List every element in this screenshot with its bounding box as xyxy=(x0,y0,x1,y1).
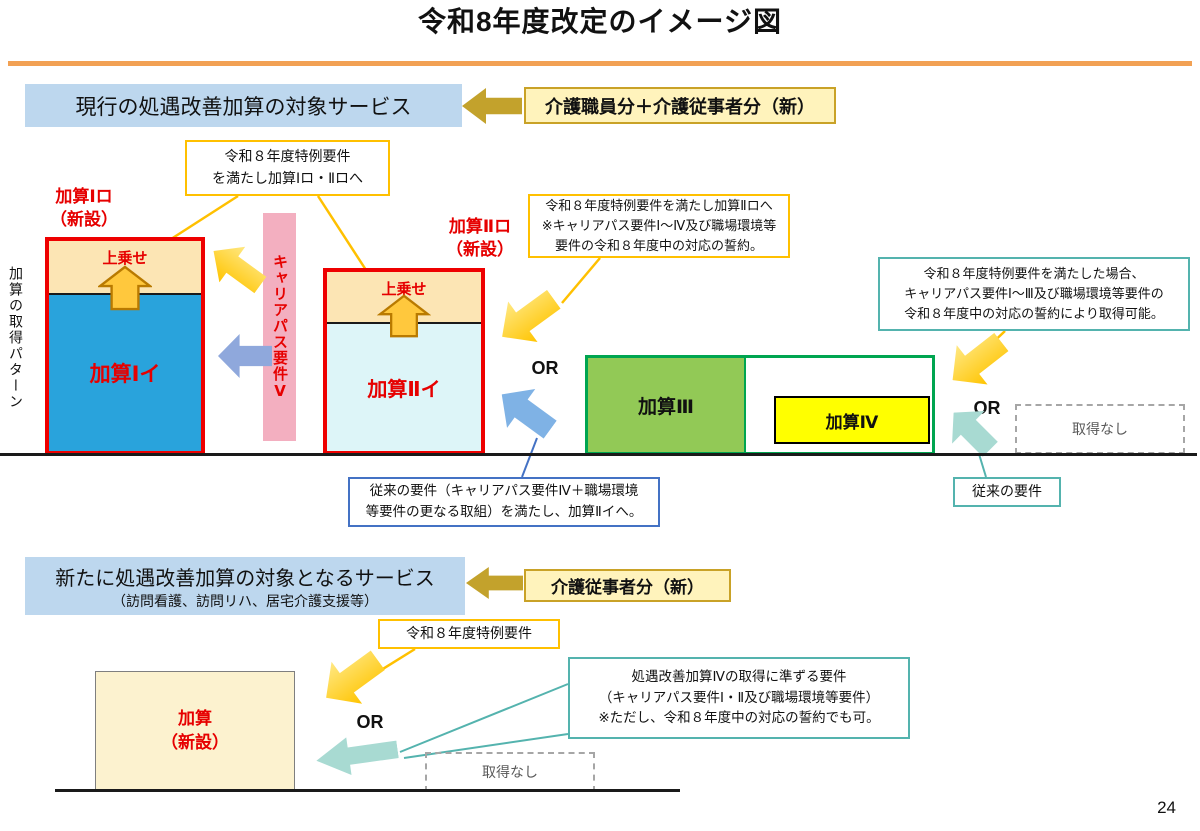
uwanose-label-2: 上乗せ xyxy=(381,281,427,298)
callout-tokurei-2ro: 令和８年度特例要件を満たし加算Ⅱロへ ※キャリアパス要件Ⅰ～Ⅳ及び職場環境等 要… xyxy=(528,194,790,258)
kasan-new-box: 加算 （新設） xyxy=(95,671,295,790)
conventional-requirements-box: 従来の要件 xyxy=(953,477,1061,507)
current-services-header: 現行の処遇改善加算の対象サービス xyxy=(25,84,462,127)
new-services-header: 新たに処遇改善加算の対象となるサービス （訪問看護、訪問リハ、居宅介護支援等） xyxy=(25,557,465,615)
kasan-2i-area: 加算Ⅱイ xyxy=(327,322,481,451)
baseline-top xyxy=(0,453,1197,456)
connector-tealcallout-line1 xyxy=(399,683,569,753)
kasan-1i-area: 加算Ⅰイ xyxy=(49,293,201,451)
worker-share-tag: 介護従事者分（新） xyxy=(524,569,731,602)
new-services-header-sub: （訪問看護、訪問リハ、居宅介護支援等） xyxy=(112,592,378,609)
career-path-v-label: キャリアパス要件Ⅴ xyxy=(271,253,288,401)
page-number: 24 xyxy=(1157,798,1176,817)
staff-share-tag: 介護職員分＋介護従事者分（新） xyxy=(524,87,836,124)
or-label-left: OR xyxy=(531,358,559,378)
kasan-1-box: 上乗せ 加算Ⅰイ xyxy=(45,237,205,455)
or-label-bottom: OR xyxy=(356,712,384,732)
connector-tokurei-to-arrow xyxy=(377,647,416,674)
axis-label-acquisition-pattern: 加算の取得パターン xyxy=(8,266,24,410)
kasan-2-box: 上乗せ 加算Ⅱイ xyxy=(323,268,485,455)
kasan-3-4-box: 加算Ⅲ 加算Ⅳ xyxy=(585,355,935,455)
label-kasan-1ro: 加算Ⅰロ （新設） xyxy=(50,187,118,229)
connector-conventional-to-arrow xyxy=(978,453,987,478)
new-services-header-main: 新たに処遇改善加算の対象となるサービス xyxy=(55,567,435,590)
career-path-v-box: キャリアパス要件Ⅴ xyxy=(263,213,296,441)
callout-teal-bottom: 処遇改善加算Ⅳの取得に準ずる要件 （キャリアパス要件Ⅰ・Ⅱ及び職場環境等要件） … xyxy=(568,657,910,739)
title-divider xyxy=(8,61,1192,66)
connector-bluecallout-to-arrow xyxy=(521,437,538,478)
increase-up-arrow-icon xyxy=(377,294,431,338)
kasan-new-label: 加算 （新設） xyxy=(161,708,229,752)
callout-tokurei-ro: 令和８年度特例要件 を満たし加算Ⅰロ・Ⅱロへ xyxy=(185,140,390,196)
kasan-1i-label: 加算Ⅰイ xyxy=(89,363,161,386)
callout-right-tokurei: 令和８年度特例要件を満たした場合、 キャリアパス要件Ⅰ～Ⅲ及び職場環境等要件の … xyxy=(878,257,1190,331)
page-title: 令和8年度改定のイメージ図 xyxy=(417,6,782,37)
kasan-4-box: 加算Ⅳ xyxy=(774,396,930,444)
connector-callout1-to-box1 xyxy=(167,194,239,243)
callout-conventional-blue: 従来の要件（キャリアパス要件Ⅳ＋職場環境 等要件の更なる取組）を満たし、加算Ⅱイ… xyxy=(348,477,660,527)
no-acquisition-box-top: 取得なし xyxy=(1015,404,1185,454)
baseline-bottom xyxy=(55,789,680,792)
uwanose-label-1: 上乗せ xyxy=(102,250,148,267)
kasan-2i-label: 加算Ⅱイ xyxy=(367,379,441,401)
connector-callout2-to-arrow xyxy=(561,257,601,304)
connector-tealcallout-line2 xyxy=(403,733,569,759)
kasan-3-area: 加算Ⅲ xyxy=(588,358,746,452)
increase-up-arrow-icon xyxy=(98,265,152,311)
no-acquisition-box-bottom: 取得なし xyxy=(425,752,595,792)
callout-tokurei-bottom: 令和８年度特例要件 xyxy=(378,619,560,649)
label-kasan-2ro: 加算Ⅱロ （新設） xyxy=(446,217,514,259)
connector-callout1-to-box2 xyxy=(316,195,368,271)
